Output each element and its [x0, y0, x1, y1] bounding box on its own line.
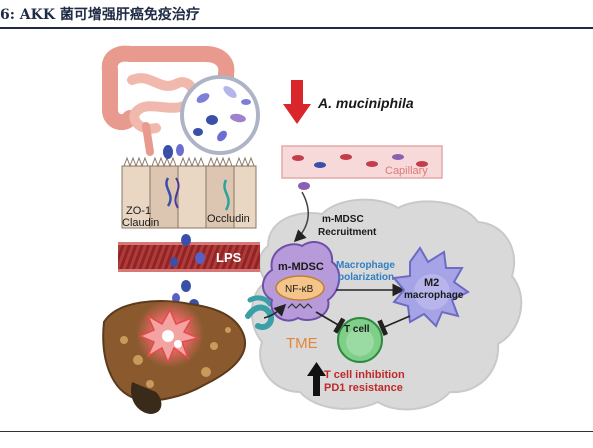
tme-label: TME	[286, 335, 318, 352]
capillary-icon	[281, 145, 443, 190]
mmdsc-label: m-MDSC	[278, 261, 324, 273]
polarization-label-line1: Macrophage	[336, 260, 395, 271]
liver-tumor-icon	[102, 300, 247, 414]
capillary-label: Capillary	[385, 165, 428, 177]
recruitment-label-line2: Recruitment	[318, 227, 377, 238]
inhibition-label-line1: T cell inhibition	[324, 369, 405, 381]
bottom-divider	[0, 431, 593, 432]
recruitment-label-line1: m-MDSC	[322, 214, 364, 225]
akk-decrease-arrow	[283, 80, 311, 124]
inhibition-label-line2: PD1 resistance	[324, 382, 403, 394]
lps-vessel	[118, 234, 260, 309]
m2-label-line1: M2	[424, 277, 439, 289]
nfkb-label: NF-κB	[285, 284, 314, 295]
species-label: A. muciniphila	[317, 95, 414, 111]
occludin-label: Occludin	[207, 213, 250, 225]
tcell-cell	[337, 317, 383, 363]
figure-caption: 6: AKK 菌可增强肝癌免疫治疗	[0, 7, 200, 23]
bacteria-magnifier-icon	[180, 75, 260, 155]
top-divider	[0, 27, 593, 29]
lps-label: LPS	[216, 250, 242, 265]
mmdsc-cell	[262, 241, 341, 322]
resistance-arrow	[307, 362, 326, 396]
m2-inhibits-tcell	[377, 315, 411, 336]
m2-macrophage-cell	[392, 246, 470, 328]
receptor-icon	[245, 295, 274, 330]
epithelium-icon	[121, 144, 257, 229]
mdsc-inhibits-tcell	[315, 311, 346, 334]
tcell-label: T cell	[344, 324, 370, 335]
zo1-label: ZO-1	[126, 205, 151, 217]
recruitment-arrow	[293, 191, 309, 243]
receptor-signal-arrow	[263, 303, 287, 319]
polarization-label-line2: polarization	[338, 272, 394, 283]
m2-label-line2: macrophage	[404, 290, 464, 301]
claudin-label: Claudin	[122, 217, 159, 229]
